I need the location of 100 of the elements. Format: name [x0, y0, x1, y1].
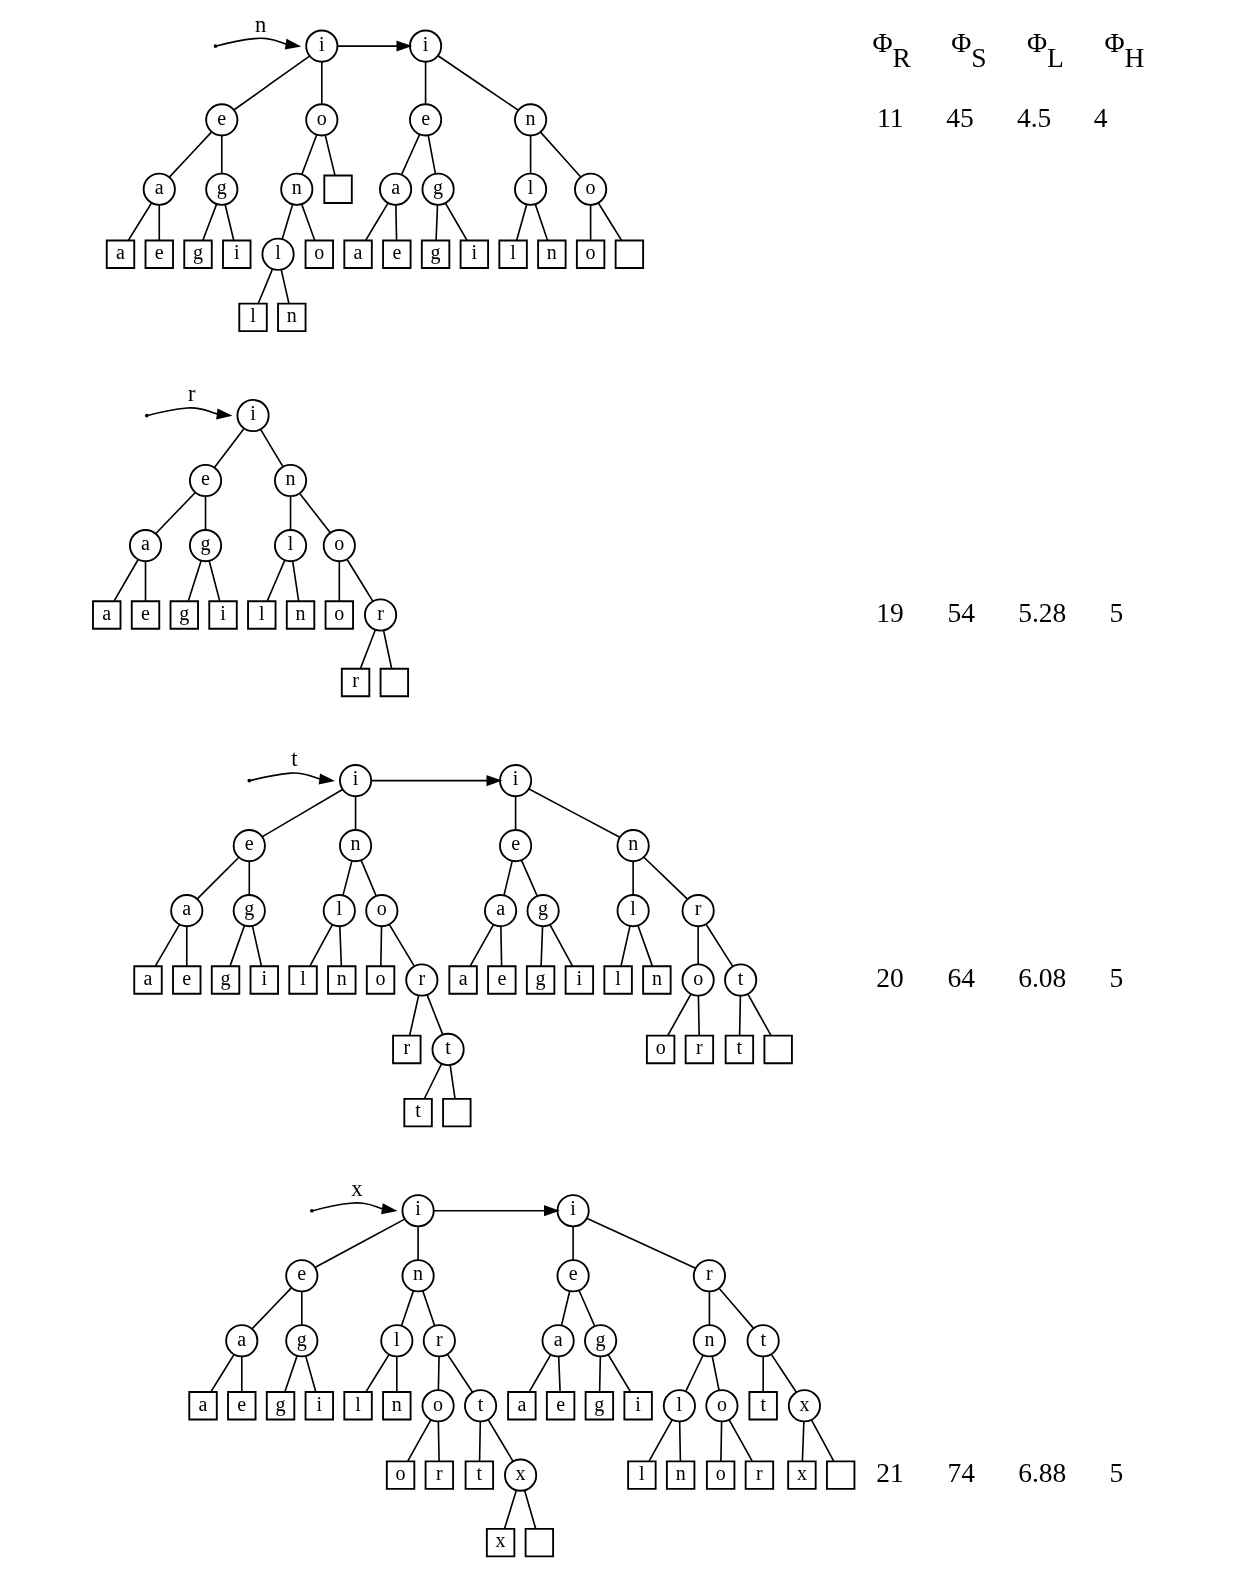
node-circle: o [681, 963, 715, 997]
connector [379, 925, 382, 967]
node-box: r [340, 667, 370, 698]
connector [280, 203, 293, 240]
node-circle: l [322, 894, 356, 928]
node-circle: g [284, 1324, 318, 1358]
connector [705, 924, 734, 968]
node-circle: x [787, 1389, 821, 1423]
node-circle: a [142, 172, 176, 206]
label: 4.5 [1016, 101, 1051, 133]
connector [534, 203, 548, 242]
node-box: e [545, 1391, 575, 1421]
connector [585, 1217, 696, 1269]
node-circle: l [662, 1389, 696, 1423]
connector [678, 1420, 681, 1463]
node-circle: e [204, 103, 238, 137]
connector [223, 204, 235, 242]
node-circle: n [273, 464, 307, 498]
label: 5 [1108, 596, 1123, 628]
connector [446, 1353, 473, 1394]
node-box [441, 1097, 472, 1128]
node-circle: n [616, 829, 650, 863]
node-box: i [249, 965, 279, 995]
edge-label: x [350, 1176, 362, 1202]
connector [112, 558, 139, 602]
node-box: a [91, 600, 121, 630]
connector [400, 1290, 414, 1327]
connector [416, 1225, 419, 1261]
connector [810, 1419, 835, 1462]
node-box: r [391, 1034, 421, 1065]
node-box: g [182, 239, 213, 269]
node-box: n [285, 600, 315, 630]
arrow [369, 775, 502, 787]
connector [436, 54, 519, 111]
connector [770, 1353, 797, 1394]
node-circle: n [338, 829, 372, 863]
connector [560, 1290, 570, 1326]
connector [502, 860, 513, 896]
connector [185, 925, 188, 967]
node-circle: n [692, 1324, 726, 1358]
connector [228, 924, 245, 967]
node-box: g [584, 1391, 614, 1421]
connector [354, 795, 356, 831]
node-circle: l [273, 529, 307, 563]
connector [478, 1420, 481, 1463]
node-circle: l [261, 237, 295, 271]
connector [684, 1354, 704, 1393]
label: 54 [947, 596, 975, 628]
node-box: a [105, 239, 135, 269]
label: 5.28 [1017, 596, 1066, 628]
node-circle: x [503, 1458, 537, 1492]
node-box: i [564, 965, 594, 995]
connector [619, 925, 631, 967]
connector [338, 560, 340, 602]
node-circle: l [379, 1324, 413, 1358]
connector [283, 1355, 298, 1393]
node-circle: i [235, 398, 270, 433]
node-circle: n [279, 172, 313, 206]
connector [187, 559, 202, 602]
node-circle: n [513, 103, 547, 137]
node-circle: i [338, 764, 372, 798]
connector [527, 788, 621, 839]
connector [196, 856, 239, 900]
connector [437, 1355, 440, 1391]
connector [711, 1355, 720, 1391]
connector [154, 924, 180, 967]
connector [434, 204, 438, 242]
node-box: l [287, 965, 318, 995]
connector [423, 1063, 442, 1100]
connector [291, 560, 299, 602]
connector [360, 859, 377, 897]
node-circle: t [463, 1389, 497, 1423]
node-box [614, 239, 644, 269]
connector [727, 1419, 753, 1462]
connector [240, 1355, 243, 1393]
node-circle: o [704, 1389, 738, 1423]
node-circle: e [408, 103, 442, 137]
connector [520, 859, 538, 897]
node-box [379, 667, 409, 698]
node-circle: g [232, 894, 266, 928]
node-circle: a [224, 1324, 258, 1358]
connector [300, 203, 316, 242]
node-box: n [665, 1460, 695, 1490]
connector [247, 860, 250, 896]
connector [539, 131, 581, 178]
node-box: e [171, 965, 201, 995]
node-circle: i [408, 29, 442, 63]
node-circle: e [556, 1259, 590, 1293]
connector [157, 204, 160, 242]
connector [359, 629, 376, 670]
connector [801, 1420, 805, 1463]
node-box: g [525, 965, 555, 995]
connector [426, 134, 436, 175]
node-box: n [326, 965, 356, 995]
node-box: g [210, 965, 240, 995]
connector [232, 55, 310, 111]
connector [338, 925, 342, 967]
node-box: i [304, 1391, 334, 1421]
node-box: g [420, 239, 450, 269]
label: 20 [875, 962, 904, 994]
